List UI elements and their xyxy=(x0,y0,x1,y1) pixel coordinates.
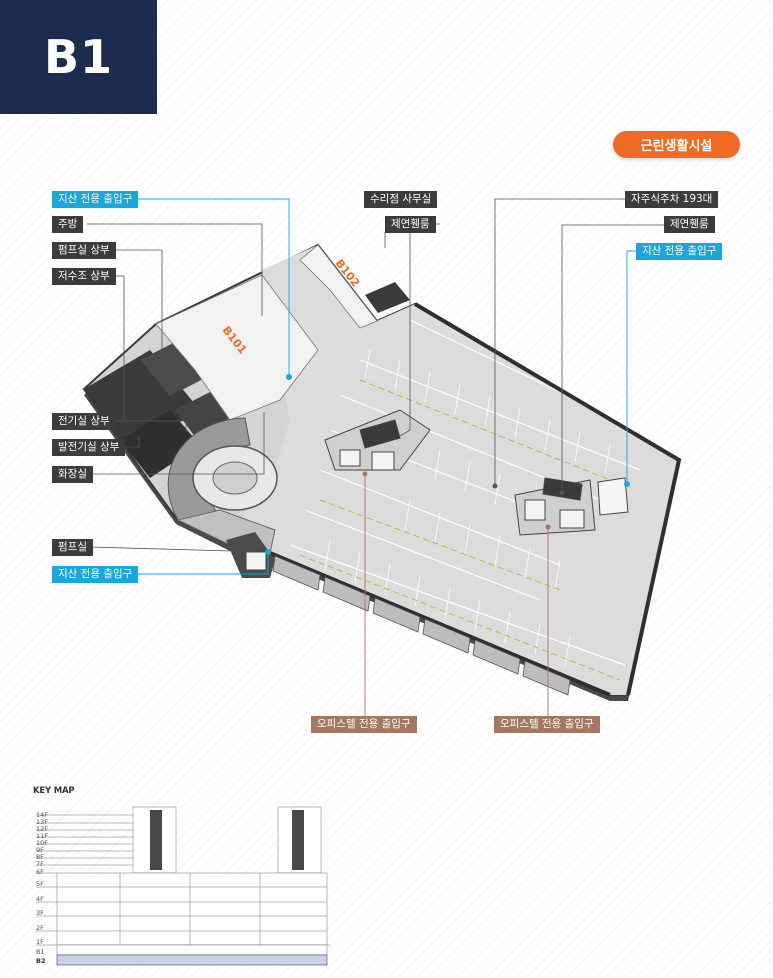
perimeter-wall-bottom xyxy=(269,551,611,697)
callout-generator-room-upper[interactable]: 발전기실 상부 xyxy=(52,439,126,456)
entrance-marker-bottom xyxy=(265,549,271,555)
callout-smoke-room-right[interactable]: 제연휀룸 xyxy=(664,216,715,233)
keymap-floor-6f: 6F xyxy=(36,868,44,876)
callout-officetel-entrance-1[interactable]: 오피스텔 전용 출입구 xyxy=(311,716,417,733)
leader-lines-dark xyxy=(87,198,664,552)
repair-office-room xyxy=(365,282,410,313)
entrance-marker-top xyxy=(286,374,292,380)
floor-badge: B1 xyxy=(0,0,157,114)
keymap-floor-5f: 5F xyxy=(36,880,44,888)
callout-electric-room-upper[interactable]: 전기실 상부 xyxy=(52,413,116,430)
officetel-marker-2 xyxy=(545,524,551,530)
keymap-floor-10f: 10F xyxy=(36,839,49,847)
callout-left-entrance-bottom[interactable]: 지산 전용 출입구 xyxy=(52,566,139,583)
callout-officetel-entrance-2[interactable]: 오피스텔 전용 출입구 xyxy=(494,716,600,733)
parking-area xyxy=(240,245,679,695)
core-right xyxy=(514,477,629,536)
callout-self-parking[interactable]: 자주식주차 193대 xyxy=(625,191,719,208)
keymap-floor-9f: 9F xyxy=(36,846,44,854)
keymap-building xyxy=(36,806,330,966)
smoke-marker xyxy=(559,490,565,496)
callout-pump-room[interactable]: 펌프실 xyxy=(52,539,93,556)
keymap-floor-4f: 4F xyxy=(36,895,44,903)
keymap-floor-b1: B1 xyxy=(36,948,45,956)
keymap-floor-1f: 1F xyxy=(36,938,44,946)
leader-lines-blue xyxy=(137,198,636,575)
perimeter-wall xyxy=(413,302,682,696)
callout-kitchen[interactable]: 주방 xyxy=(52,216,84,233)
keymap-floor-3f: 3F xyxy=(36,909,44,917)
callout-repair-office[interactable]: 수리점 사무실 xyxy=(364,191,438,208)
entrance-bottom-room xyxy=(245,551,267,571)
callout-water-tank-upper[interactable]: 저수조 상부 xyxy=(52,268,116,285)
keymap-floor-11f: 11F xyxy=(36,832,49,840)
stall-dividers xyxy=(324,349,611,667)
bottom-perimeter-rooms xyxy=(272,555,571,696)
keymap-floor-8f: 8F xyxy=(36,853,44,861)
keymap-floor-b2: B2 xyxy=(36,957,46,965)
keymap-floor-13f: 13F xyxy=(36,818,49,826)
b102-area xyxy=(299,244,378,329)
callout-left-entrance-top[interactable]: 지산 전용 출입구 xyxy=(52,191,139,208)
core-center xyxy=(324,409,431,471)
keymap-floor-14f: 14F xyxy=(36,811,49,819)
callout-pump-room-upper[interactable]: 펌프실 상부 xyxy=(52,242,116,259)
callout-restroom[interactable]: 화장실 xyxy=(52,466,93,483)
keymap-title: KEY MAP xyxy=(33,786,75,796)
ramp xyxy=(167,417,278,554)
category-pill[interactable]: 근린생활시설 xyxy=(613,131,740,158)
officetel-marker-1 xyxy=(362,471,368,477)
callout-smoke-room-left[interactable]: 제연휀룸 xyxy=(385,216,436,233)
callout-right-entrance[interactable]: 지산 전용 출입구 xyxy=(636,243,723,260)
keymap-floor-2f: 2F xyxy=(36,924,44,932)
keymap-floor-7f: 7F xyxy=(36,860,44,868)
leader-lines-brown xyxy=(364,474,549,716)
parking-marker xyxy=(492,483,498,489)
entrance-marker-right xyxy=(624,481,630,487)
keymap-floor-12f: 12F xyxy=(36,825,49,833)
